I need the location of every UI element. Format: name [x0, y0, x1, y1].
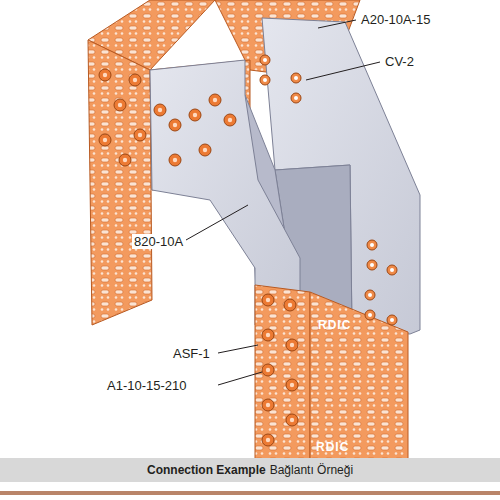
bolt-head	[169, 154, 181, 166]
bolt-center	[123, 158, 127, 162]
bolt-head	[129, 74, 141, 86]
pin-head	[387, 315, 397, 325]
bolt-center	[173, 123, 177, 127]
pin-center	[370, 243, 374, 247]
pin-head	[367, 240, 377, 250]
bolt-head	[286, 339, 298, 351]
pin-center	[390, 318, 394, 322]
pin-center	[368, 293, 372, 297]
bolt-head	[199, 144, 211, 156]
bolt-center	[203, 148, 207, 152]
bolt-center	[193, 113, 197, 117]
bolt-head	[119, 154, 131, 166]
pin-head	[387, 265, 397, 275]
bolt-head	[209, 94, 221, 106]
caption: Connection Example	[147, 463, 266, 477]
bolt-center	[290, 383, 294, 387]
bolt-center	[173, 158, 177, 162]
pin-center	[263, 78, 267, 82]
bolt-center	[266, 403, 270, 407]
bolt-center	[290, 418, 294, 422]
bolt-center	[290, 343, 294, 347]
bolt-head	[262, 399, 274, 411]
pin-head	[367, 260, 377, 270]
upper-tray-side-wall	[88, 40, 152, 325]
lower-tray-floor	[310, 292, 408, 470]
pin-center	[294, 96, 298, 100]
pin-head	[260, 55, 270, 65]
bolt-center	[266, 368, 270, 372]
part-number: CV-2	[383, 54, 416, 69]
bolt-center	[103, 138, 107, 142]
bolt-head	[189, 109, 201, 121]
lower-tray-side-wall	[255, 285, 310, 470]
caption-band	[0, 458, 500, 482]
bolt-head	[169, 119, 181, 131]
part-number: ASF-1	[171, 346, 212, 361]
bolt-center	[266, 438, 270, 442]
bolt-head	[99, 134, 111, 146]
cv-pins	[260, 55, 397, 325]
pin-center	[368, 313, 372, 317]
bolt-center	[158, 108, 162, 112]
bolt-head	[262, 294, 274, 306]
bolt-center	[103, 73, 107, 77]
bolt-center	[118, 103, 122, 107]
bolt-center	[133, 78, 137, 82]
pin-center	[294, 76, 298, 80]
bolt-head	[286, 379, 298, 391]
pin-center	[390, 268, 394, 272]
bolt-head	[224, 114, 236, 126]
pin-head	[365, 310, 375, 320]
caption-translation: Bağlantı Örneği	[270, 463, 353, 477]
part-number: A1-10-15-210	[105, 378, 189, 393]
bolt-head	[99, 69, 111, 81]
bolt-head	[284, 299, 296, 311]
bolt-head	[262, 364, 274, 376]
bottom-rule	[0, 491, 500, 495]
watermark: RDIC	[316, 440, 349, 454]
elbow-left-plate	[150, 60, 300, 325]
pin-head	[365, 290, 375, 300]
pin-center	[263, 58, 267, 62]
bolt-head	[262, 434, 274, 446]
pin-head	[291, 93, 301, 103]
watermark: RDIC	[318, 318, 351, 332]
bolt-center	[266, 333, 270, 337]
bolt-head	[154, 104, 166, 116]
bolt-center	[266, 298, 270, 302]
bolt-center	[213, 98, 217, 102]
pin-head	[291, 73, 301, 83]
part-number: A20-10A-15	[359, 12, 432, 27]
bolt-head	[114, 99, 126, 111]
bolt-center	[138, 133, 142, 137]
leader-lines	[186, 20, 380, 385]
part-number: 820-10A	[132, 234, 185, 249]
pin-center	[370, 263, 374, 267]
asf-bolts	[99, 69, 298, 446]
pin-head	[260, 75, 270, 85]
bolt-head	[286, 414, 298, 426]
bolt-center	[228, 118, 232, 122]
bolt-head	[262, 329, 274, 341]
bolt-head	[134, 129, 146, 141]
bolt-center	[288, 303, 292, 307]
